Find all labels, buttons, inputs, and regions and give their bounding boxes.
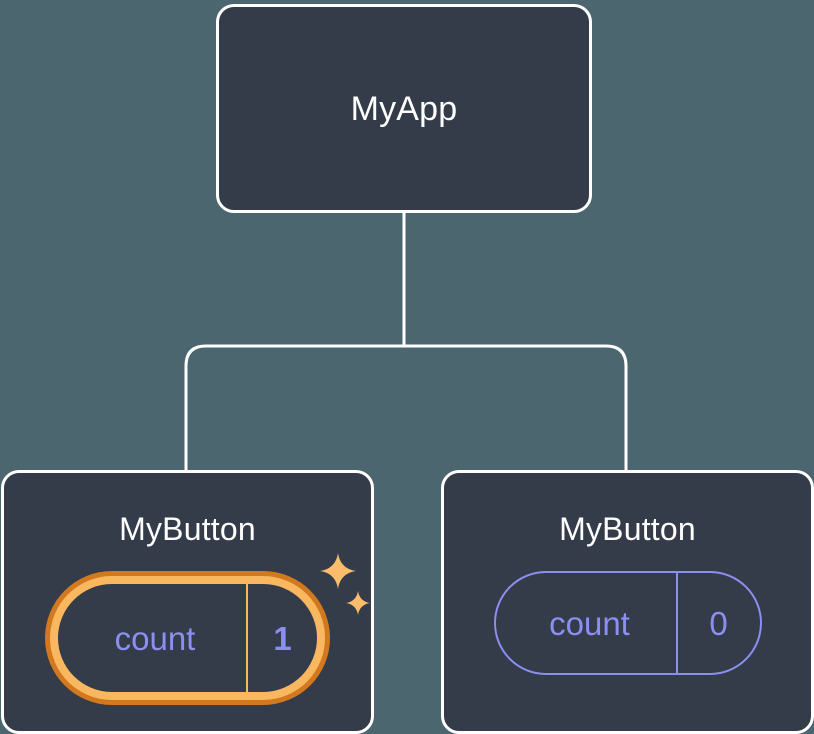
state-pill-plain[interactable]: count 0	[493, 571, 762, 675]
state-pill-plain-wrap: count 0	[493, 571, 762, 675]
sparkle-group	[318, 553, 378, 633]
node-myapp-label: MyApp	[350, 89, 458, 128]
sparkle-icon-small	[346, 591, 370, 615]
node-myapp[interactable]: MyApp	[216, 4, 592, 213]
state-pill-highlighted[interactable]: count 1	[45, 571, 330, 705]
state-pill-body: count 1	[58, 584, 317, 692]
state-value-left: 1	[246, 584, 317, 692]
state-key-right: count	[549, 604, 630, 642]
state-pill-highlighted-wrap: count 1	[45, 553, 370, 705]
sparkle-icon	[320, 553, 356, 589]
state-value-right: 0	[675, 573, 760, 673]
state-key-left: count	[114, 619, 196, 657]
node-mybutton-right[interactable]: MyButton count 0	[441, 470, 814, 734]
node-mybutton-left[interactable]: MyButton count 1	[1, 470, 374, 734]
node-mybutton-right-label: MyButton	[559, 511, 696, 547]
node-mybutton-left-label: MyButton	[119, 511, 256, 547]
state-pill-ring-inner: count 1	[50, 576, 325, 700]
